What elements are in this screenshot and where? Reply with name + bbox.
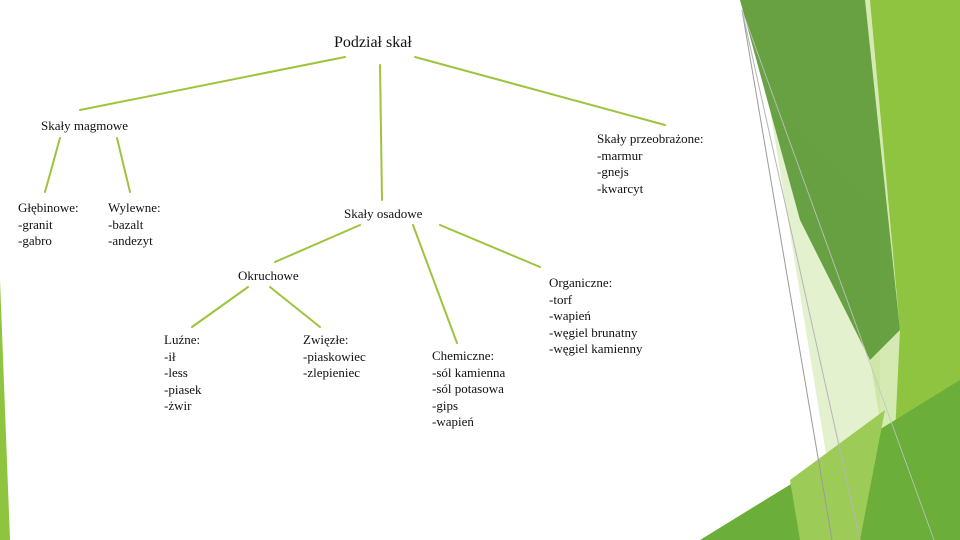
diagram-title: Podział skał [334, 33, 412, 53]
node-okruchowe-line: Okruchowe [238, 268, 299, 285]
node-zwiezle-line: Zwięzłe: [303, 332, 366, 349]
node-wylewne: Wylewne:-bazalt-andezyt [108, 200, 161, 250]
node-luzne-line: -żwir [164, 398, 202, 415]
node-organiczne: Organiczne:-torf-wapień-węgiel brunatny-… [549, 275, 643, 358]
node-zwiezle-line: -zlepieniec [303, 365, 366, 382]
connector-title-przeobrazone [415, 57, 665, 125]
node-luzne-line: -less [164, 365, 202, 382]
node-zwiezle: Zwięzłe:-piaskowiec-zlepieniec [303, 332, 366, 382]
node-skaly-osadowe: Skały osadowe [344, 206, 422, 223]
node-chemiczne-line: -gips [432, 398, 505, 415]
node-organiczne-line: Organiczne: [549, 275, 643, 292]
node-wylewne-line: -andezyt [108, 233, 161, 250]
node-skaly-przeobrazone: Skały przeobrażone:-marmur-gnejs-kwarcyt [597, 131, 703, 197]
connector-magmowe-glebinowe [45, 138, 60, 192]
node-wylewne-line: Wylewne: [108, 200, 161, 217]
node-luzne-line: Luźne: [164, 332, 202, 349]
connector-title-magmowe [80, 57, 345, 110]
connector-okruchowe-luzne [192, 287, 248, 327]
node-przeobrazone-line: -kwarcyt [597, 181, 703, 198]
connector-osadowe-okruchowe [275, 225, 360, 262]
connector-magmowe-wylewne [117, 138, 130, 192]
node-chemiczne-line: Chemiczne: [432, 348, 505, 365]
connector-osadowe-organiczne [440, 225, 540, 267]
node-wylewne-line: -bazalt [108, 217, 161, 234]
node-chemiczne-line: -sól potasowa [432, 381, 505, 398]
node-glebinowe-line: -granit [18, 217, 79, 234]
node-organiczne-line: -wapień [549, 308, 643, 325]
node-okruchowe: Okruchowe [238, 268, 299, 285]
node-luzne-line: -piasek [164, 382, 202, 399]
connector-title-osadowe [380, 65, 382, 200]
node-magmowe-line: Skały magmowe [41, 118, 128, 135]
node-chemiczne-line: -wapień [432, 414, 505, 431]
connector-okruchowe-zwiezle [270, 287, 320, 327]
node-zwiezle-line: -piaskowiec [303, 349, 366, 366]
node-osadowe-line: Skały osadowe [344, 206, 422, 223]
diagram-title-text: Podział skał [334, 33, 412, 53]
connector-osadowe-chemiczne [413, 225, 457, 343]
node-organiczne-line: -torf [549, 292, 643, 309]
node-chemiczne: Chemiczne:-sól kamienna-sól potasowa-gip… [432, 348, 505, 431]
node-glebinowe-line: -gabro [18, 233, 79, 250]
node-organiczne-line: -węgiel brunatny [549, 325, 643, 342]
node-przeobrazone-line: Skały przeobrażone: [597, 131, 703, 148]
node-luzne: Luźne:-ił-less-piasek-żwir [164, 332, 202, 415]
node-glebinowe-line: Głębinowe: [18, 200, 79, 217]
node-luzne-line: -ił [164, 349, 202, 366]
node-przeobrazone-line: -gnejs [597, 164, 703, 181]
node-chemiczne-line: -sól kamienna [432, 365, 505, 382]
node-przeobrazone-line: -marmur [597, 148, 703, 165]
node-glebinowe: Głębinowe:-granit-gabro [18, 200, 79, 250]
node-organiczne-line: -węgiel kamienny [549, 341, 643, 358]
node-skaly-magmowe: Skały magmowe [41, 118, 128, 135]
